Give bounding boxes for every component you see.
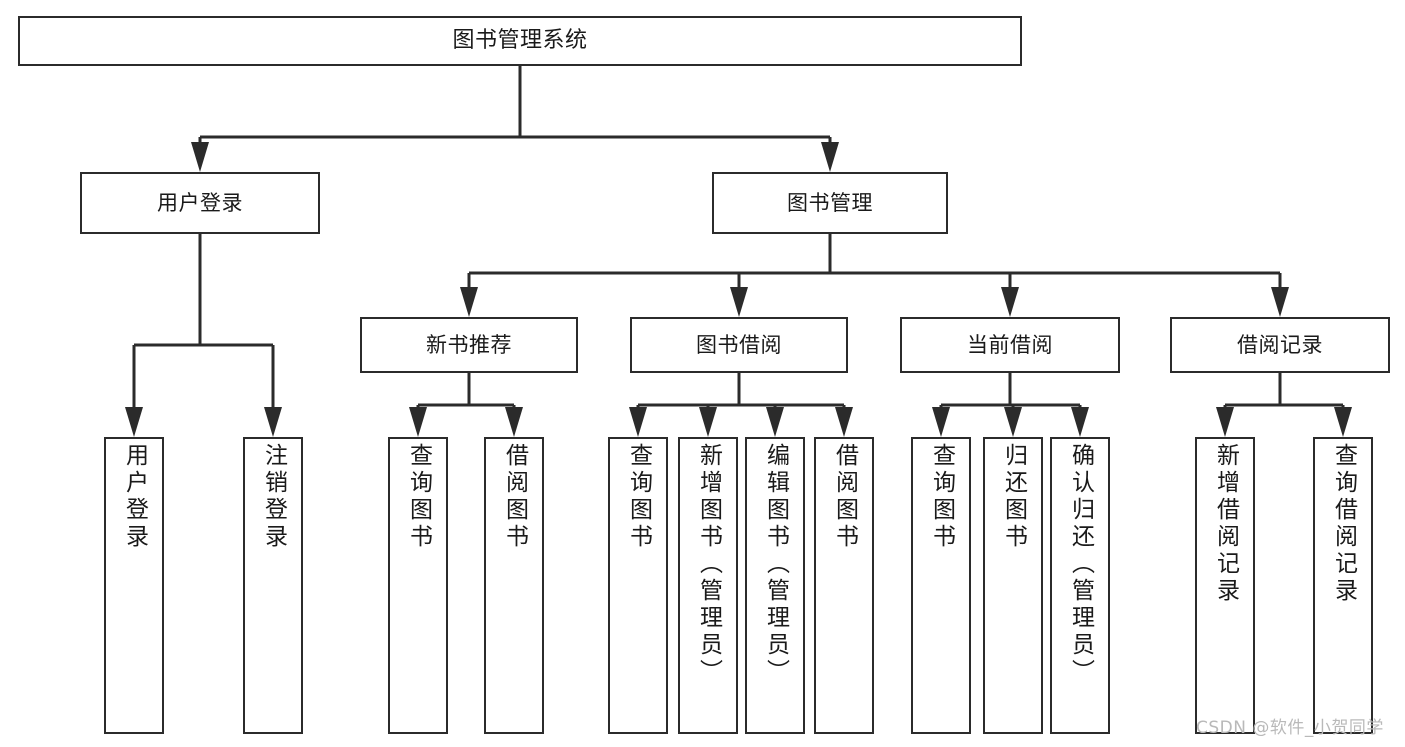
edge-arrowhead-3-0: [409, 407, 427, 437]
node-leaf-add-book[interactable]: 新增图书（管理员）: [678, 437, 738, 734]
edge-arrowhead-3-1: [505, 407, 523, 437]
node-leaf-user-login[interactable]: 用户登录: [104, 437, 164, 734]
node-label-leaf-add-book: 新增图书（管理员）: [695, 443, 722, 686]
node-label-user-login: 用户登录: [157, 190, 243, 215]
node-user-login[interactable]: 用户登录: [80, 172, 320, 234]
node-label-borrow-record: 借阅记录: [1237, 332, 1323, 357]
node-book-manage[interactable]: 图书管理: [712, 172, 948, 234]
edge-arrowhead-1-0: [125, 407, 143, 437]
edge-arrowhead-4-2: [766, 407, 784, 437]
node-label-leaf-edit-book: 编辑图书（管理员）: [762, 443, 789, 686]
node-leaf-edit-book[interactable]: 编辑图书（管理员）: [745, 437, 805, 734]
node-label-current-borrow: 当前借阅: [967, 332, 1053, 357]
edge-arrowhead-2-3: [1271, 287, 1289, 317]
node-leaf-query-book-2[interactable]: 查询图书: [608, 437, 668, 734]
node-label-new-book-rec: 新书推荐: [426, 332, 512, 357]
node-borrow-record[interactable]: 借阅记录: [1170, 317, 1390, 373]
node-label-book-manage: 图书管理: [787, 190, 873, 215]
edge-arrowhead-1-1: [264, 407, 282, 437]
node-label-book-borrow: 图书借阅: [696, 332, 782, 357]
node-book-borrow[interactable]: 图书借阅: [630, 317, 848, 373]
edge-arrowhead-4-1: [699, 407, 717, 437]
node-label-leaf-borrow-book-1: 借阅图书: [501, 443, 528, 551]
node-label-leaf-user-login: 用户登录: [121, 443, 148, 551]
edge-arrowhead-5-1: [1004, 407, 1022, 437]
node-label-root: 图书管理系统: [452, 28, 588, 54]
edge-arrowhead-5-0: [932, 407, 950, 437]
edge-arrowhead-5-2: [1071, 407, 1089, 437]
edge-arrowhead-2-0: [460, 287, 478, 317]
edge-arrowhead-4-0: [629, 407, 647, 437]
node-current-borrow[interactable]: 当前借阅: [900, 317, 1120, 373]
edge-arrowhead-2-2: [1001, 287, 1019, 317]
node-leaf-borrow-book-1[interactable]: 借阅图书: [484, 437, 544, 734]
node-leaf-confirm-return[interactable]: 确认归还（管理员）: [1050, 437, 1110, 734]
node-label-leaf-logout: 注销登录: [260, 443, 287, 551]
node-root[interactable]: 图书管理系统: [18, 16, 1022, 66]
node-label-leaf-query-record: 查询借阅记录: [1330, 443, 1357, 605]
edge-arrowhead-0-1: [821, 142, 839, 172]
node-label-leaf-confirm-return: 确认归还（管理员）: [1067, 443, 1094, 686]
node-leaf-logout[interactable]: 注销登录: [243, 437, 303, 734]
edge-arrowhead-2-1: [730, 287, 748, 317]
node-label-leaf-query-book-1: 查询图书: [405, 443, 432, 551]
node-leaf-query-book-3[interactable]: 查询图书: [911, 437, 971, 734]
node-new-book-rec[interactable]: 新书推荐: [360, 317, 578, 373]
edge-arrowhead-4-3: [835, 407, 853, 437]
node-leaf-add-record[interactable]: 新增借阅记录: [1195, 437, 1255, 734]
node-leaf-return-book[interactable]: 归还图书: [983, 437, 1043, 734]
node-leaf-query-book-1[interactable]: 查询图书: [388, 437, 448, 734]
node-label-leaf-borrow-book-2: 借阅图书: [831, 443, 858, 551]
node-leaf-borrow-book-2[interactable]: 借阅图书: [814, 437, 874, 734]
node-label-leaf-add-record: 新增借阅记录: [1212, 443, 1239, 605]
node-leaf-query-record[interactable]: 查询借阅记录: [1313, 437, 1373, 734]
node-label-leaf-query-book-2: 查询图书: [625, 443, 652, 551]
edge-arrowhead-6-0: [1216, 407, 1234, 437]
edge-arrowhead-0-0: [191, 142, 209, 172]
edge-arrowhead-6-1: [1334, 407, 1352, 437]
node-label-leaf-return-book: 归还图书: [1000, 443, 1027, 551]
node-label-leaf-query-book-3: 查询图书: [928, 443, 955, 551]
